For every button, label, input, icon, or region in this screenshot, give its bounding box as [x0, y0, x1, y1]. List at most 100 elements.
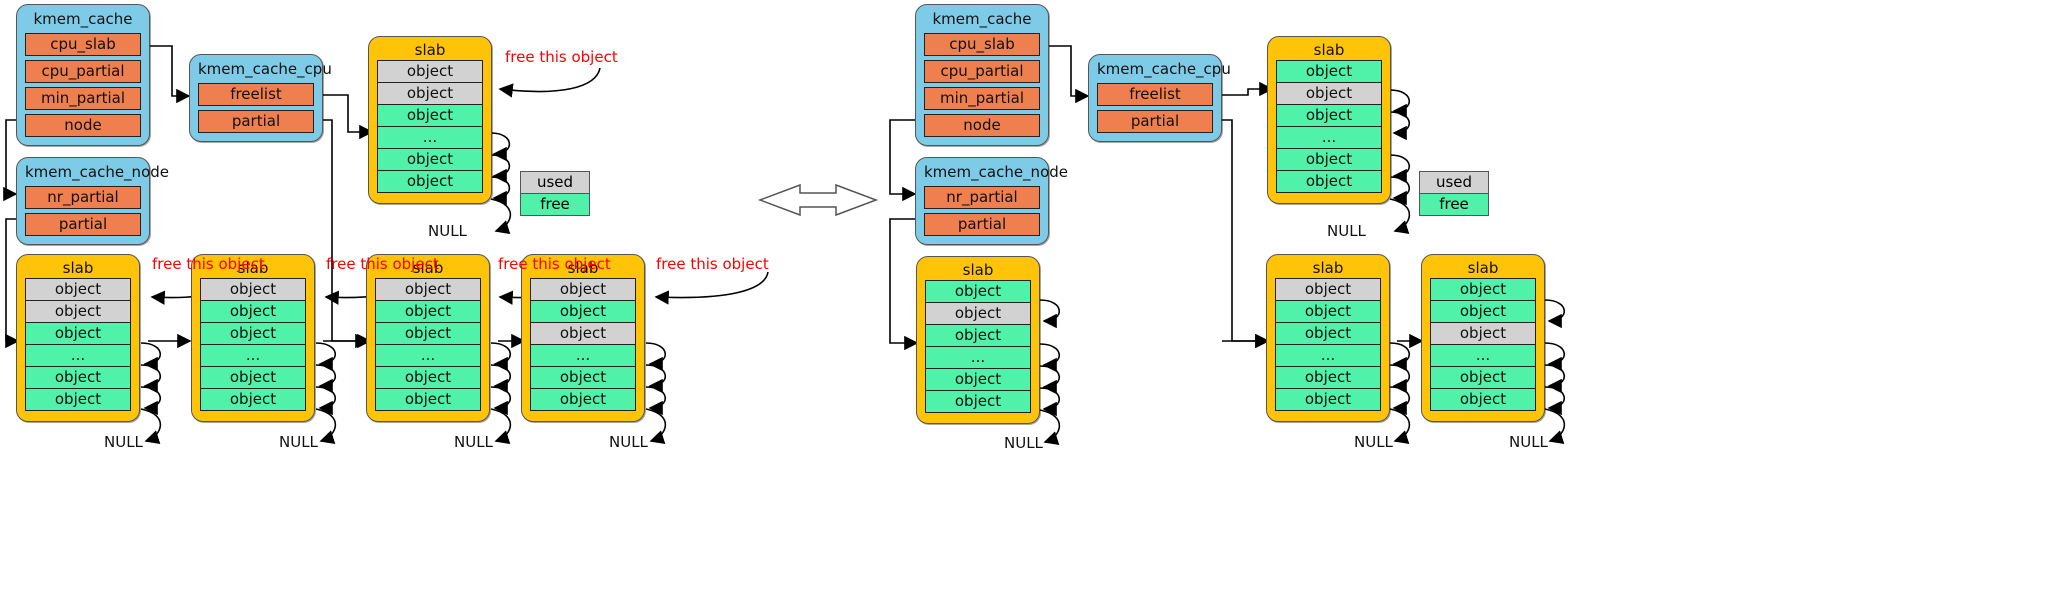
- slab-object[interactable]: object: [375, 366, 481, 389]
- field-cpu-slab[interactable]: cpu_slab: [25, 33, 141, 56]
- slab-object[interactable]: object: [1275, 322, 1381, 345]
- object-ellipsis[interactable]: ...: [377, 126, 483, 149]
- slab-object[interactable]: object: [25, 366, 131, 389]
- slab-object[interactable]: object: [375, 278, 481, 301]
- struct-kmem-cache-node-left[interactable]: kmem_cache_node nr_partial partial: [16, 157, 169, 245]
- note-free-this-object-3: free this object: [498, 255, 611, 273]
- slab-object[interactable]: object: [1430, 366, 1536, 389]
- slab-object[interactable]: object: [377, 82, 483, 105]
- slab-object[interactable]: object: [1276, 104, 1382, 127]
- slab-object[interactable]: object: [200, 388, 306, 411]
- field-node[interactable]: node: [924, 114, 1040, 137]
- field-cpu-slab[interactable]: cpu_slab: [924, 33, 1040, 56]
- slab-object[interactable]: object: [530, 300, 636, 323]
- struct-kmem-cache-right[interactable]: kmem_cache cpu_slab cpu_partial min_part…: [915, 4, 1049, 146]
- object-ellipsis[interactable]: ...: [925, 346, 1031, 369]
- field-min-partial[interactable]: min_partial: [25, 87, 141, 110]
- slab-object[interactable]: object: [375, 300, 481, 323]
- slab-object[interactable]: object: [377, 60, 483, 83]
- slab-title: slab: [567, 259, 599, 277]
- null-label: NULL: [1354, 433, 1393, 451]
- slab-object[interactable]: object: [377, 170, 483, 193]
- field-partial[interactable]: partial: [25, 213, 141, 236]
- slab-object[interactable]: object: [530, 322, 636, 345]
- field-min-partial[interactable]: min_partial: [924, 87, 1040, 110]
- field-partial[interactable]: partial: [198, 110, 314, 133]
- slab-object[interactable]: object: [1276, 60, 1382, 83]
- slab-object[interactable]: object: [530, 366, 636, 389]
- slab-object[interactable]: object: [925, 390, 1031, 413]
- slab-object[interactable]: object: [1275, 278, 1381, 301]
- field-cpu-partial[interactable]: cpu_partial: [25, 60, 141, 83]
- field-cpu-partial[interactable]: cpu_partial: [924, 60, 1040, 83]
- slab-object[interactable]: object: [1430, 278, 1536, 301]
- slab-object[interactable]: object: [1430, 300, 1536, 323]
- slab-object[interactable]: object: [200, 278, 306, 301]
- slab-object[interactable]: object: [925, 280, 1031, 303]
- field-partial[interactable]: partial: [924, 213, 1040, 236]
- field-freelist[interactable]: freelist: [198, 83, 314, 106]
- slab-object[interactable]: object: [1430, 388, 1536, 411]
- slab-object[interactable]: object: [925, 324, 1031, 347]
- struct-title: kmem_cache_cpu: [198, 60, 332, 78]
- field-node[interactable]: node: [25, 114, 141, 137]
- note-free-this-object-1: free this object: [152, 255, 265, 273]
- slab-object[interactable]: object: [1275, 300, 1381, 323]
- struct-title: kmem_cache: [33, 10, 133, 28]
- object-ellipsis[interactable]: ...: [1430, 344, 1536, 367]
- struct-kmem-cache-cpu-left[interactable]: kmem_cache_cpu freelist partial: [189, 54, 332, 142]
- struct-kmem-cache-node-right[interactable]: kmem_cache_node nr_partial partial: [915, 157, 1068, 245]
- slab-object[interactable]: object: [375, 388, 481, 411]
- struct-kmem-cache-left[interactable]: kmem_cache cpu_slab cpu_partial min_part…: [16, 4, 150, 146]
- object-ellipsis[interactable]: ...: [25, 344, 131, 367]
- object-ellipsis[interactable]: ...: [530, 344, 636, 367]
- slab-object[interactable]: object: [1275, 388, 1381, 411]
- slab-object[interactable]: object: [200, 300, 306, 323]
- slab-object[interactable]: object: [25, 388, 131, 411]
- slab-title: slab: [62, 259, 94, 277]
- null-label: NULL: [428, 222, 467, 240]
- slab-object[interactable]: object: [925, 368, 1031, 391]
- slab-object[interactable]: object: [1275, 366, 1381, 389]
- struct-kmem-cache-cpu-right[interactable]: kmem_cache_cpu freelist partial: [1088, 54, 1231, 142]
- field-partial[interactable]: partial: [1097, 110, 1213, 133]
- object-ellipsis[interactable]: ...: [375, 344, 481, 367]
- slab-object[interactable]: object: [530, 388, 636, 411]
- slab-object[interactable]: object: [25, 322, 131, 345]
- slab-object[interactable]: object: [377, 104, 483, 127]
- slab-object[interactable]: object: [25, 300, 131, 323]
- slab-object[interactable]: object: [925, 302, 1031, 325]
- struct-title: kmem_cache_node: [924, 163, 1068, 181]
- slab-title: slab: [1313, 41, 1345, 59]
- slab-object[interactable]: object: [25, 278, 131, 301]
- field-nr-partial[interactable]: nr_partial: [924, 186, 1040, 209]
- null-label: NULL: [609, 433, 648, 451]
- object-ellipsis[interactable]: ...: [1276, 126, 1382, 149]
- slab-object[interactable]: object: [200, 366, 306, 389]
- slab-object[interactable]: object: [200, 322, 306, 345]
- slab-object[interactable]: object: [1430, 322, 1536, 345]
- slab-object[interactable]: object: [375, 322, 481, 345]
- slab-object[interactable]: object: [1276, 82, 1382, 105]
- transition-arrow: [757, 183, 879, 217]
- slab-object[interactable]: object: [1276, 170, 1382, 193]
- field-freelist[interactable]: freelist: [1097, 83, 1213, 106]
- object-ellipsis[interactable]: ...: [200, 344, 306, 367]
- slab-object[interactable]: object: [1276, 148, 1382, 171]
- slab-object[interactable]: object: [377, 148, 483, 171]
- slab-object[interactable]: object: [530, 278, 636, 301]
- field-nr-partial[interactable]: nr_partial: [25, 186, 141, 209]
- object-ellipsis[interactable]: ...: [1275, 344, 1381, 367]
